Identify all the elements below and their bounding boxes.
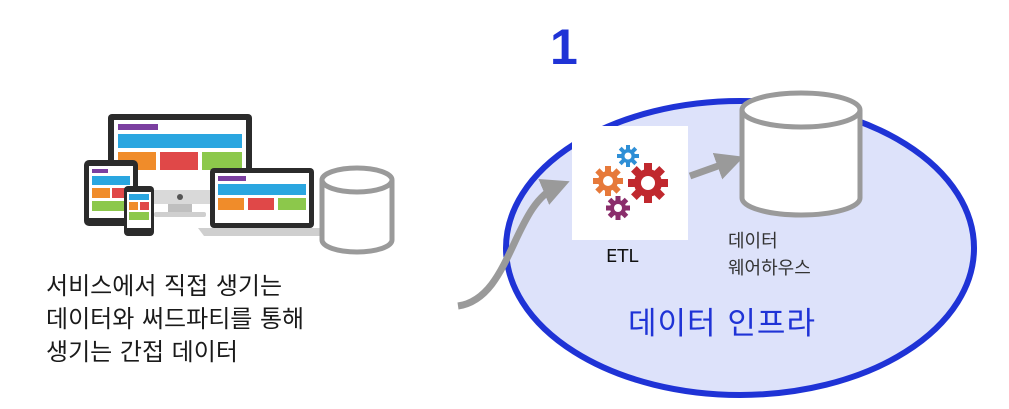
ingest-arrow: [457, 178, 570, 310]
data-warehouse-line: 웨어하우스: [728, 258, 811, 279]
etl-label: ETL: [606, 246, 639, 267]
source-database-icon: [319, 165, 395, 255]
data-infra-label: 데이터 인프라: [628, 306, 816, 342]
data-warehouse-label: 데이터 웨어하우스: [728, 228, 811, 282]
source-line: 서비스에서 직접 생기는: [46, 272, 283, 300]
source-line: 데이터와 써드파티를 통해: [46, 305, 305, 333]
data-warehouse-line: 데이터: [728, 231, 778, 252]
source-line: 생기는 간접 데이터: [46, 338, 238, 366]
warehouse-database-icon: [739, 90, 863, 218]
phone-icon: [124, 186, 154, 236]
devices-illustration: [84, 114, 326, 236]
source-data-description: 서비스에서 직접 생기는 데이터와 써드파티를 통해 생기는 간접 데이터: [46, 270, 304, 369]
laptop-icon: [198, 168, 326, 236]
step-number: 1: [550, 19, 578, 75]
etl-to-warehouse-arrow: [688, 152, 744, 180]
